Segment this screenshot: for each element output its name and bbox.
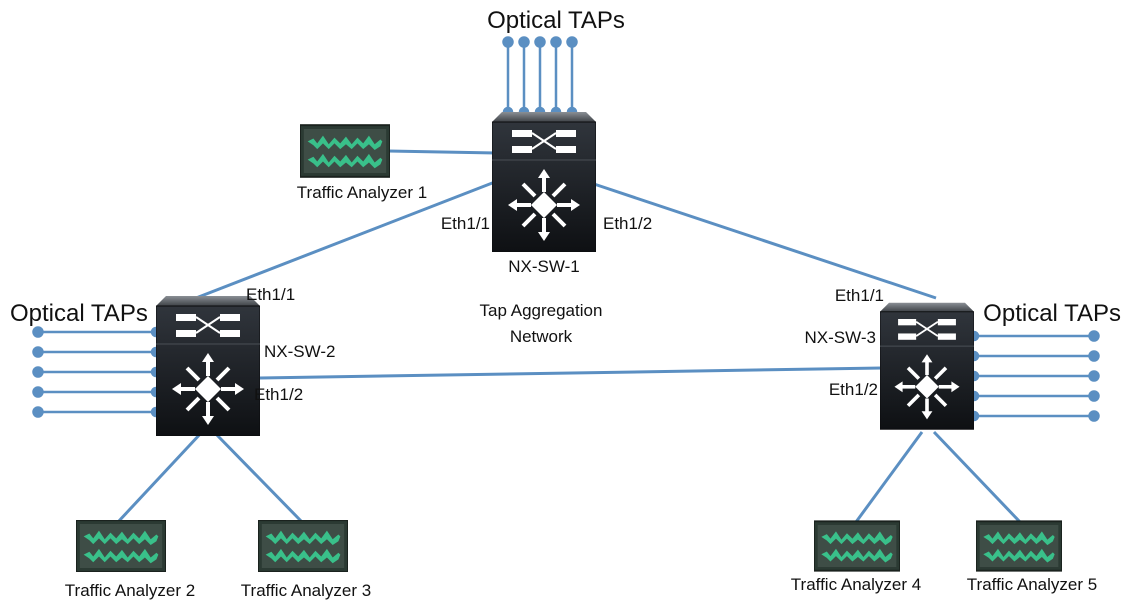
link-sw3-analyzer5 (932, 430, 1022, 524)
link-sw1-sw2 (195, 178, 501, 300)
optical-taps-top-title: Optical TAPs (487, 7, 625, 34)
optical-taps-top (502, 36, 578, 118)
optical-taps-left-title: Optical TAPs (10, 300, 148, 327)
sw3-name: NX-SW-3 (805, 328, 876, 347)
analyzer-5-label: Traffic Analyzer 5 (967, 575, 1097, 594)
optical-taps-right (968, 330, 1100, 422)
link-sw2-sw3 (259, 366, 883, 380)
links (116, 149, 1022, 524)
sw2-port-eth1-1: Eth1/1 (246, 285, 295, 304)
sw2-name: NX-SW-2 (264, 342, 335, 361)
sw1-port-eth1-2: Eth1/2 (603, 214, 652, 233)
center-label-line2: Network (510, 327, 573, 346)
sw1-port-eth1-1: Eth1/1 (441, 214, 490, 233)
center-label-line1: Tap Aggregation (480, 301, 603, 320)
traffic-analyzer-icon[interactable] (976, 520, 1062, 572)
traffic-analyzer-icon[interactable] (814, 520, 900, 572)
optical-taps-right-title: Optical TAPs (983, 300, 1121, 327)
nexus-switch-icon[interactable] (492, 112, 596, 252)
link-sw1-analyzer1 (387, 149, 497, 155)
sw1-name: NX-SW-1 (508, 257, 579, 276)
link-sw3-analyzer4 (854, 431, 924, 523)
link-sw2-analyzer3 (212, 430, 304, 524)
link-sw2-analyzer2 (116, 430, 204, 524)
traffic-analyzer-icon[interactable] (76, 520, 166, 572)
traffic-analyzer-icon[interactable] (258, 520, 348, 572)
sw3-port-eth1-1: Eth1/1 (835, 286, 884, 305)
sw2-port-eth1-2: Eth1/2 (254, 385, 303, 404)
traffic-analyzer-icon[interactable] (300, 124, 390, 178)
link-sw1-sw3 (593, 182, 937, 300)
analyzer-2-label: Traffic Analyzer 2 (65, 581, 195, 600)
analyzer-3-label: Traffic Analyzer 3 (241, 581, 371, 600)
analyzer-4-label: Traffic Analyzer 4 (791, 575, 921, 594)
analyzer-1-label: Traffic Analyzer 1 (297, 183, 427, 202)
optical-taps-left (32, 326, 162, 418)
nexus-switch-icon[interactable] (880, 300, 974, 432)
sw3-port-eth1-2: Eth1/2 (829, 380, 878, 399)
nexus-switch-icon[interactable] (156, 296, 260, 436)
